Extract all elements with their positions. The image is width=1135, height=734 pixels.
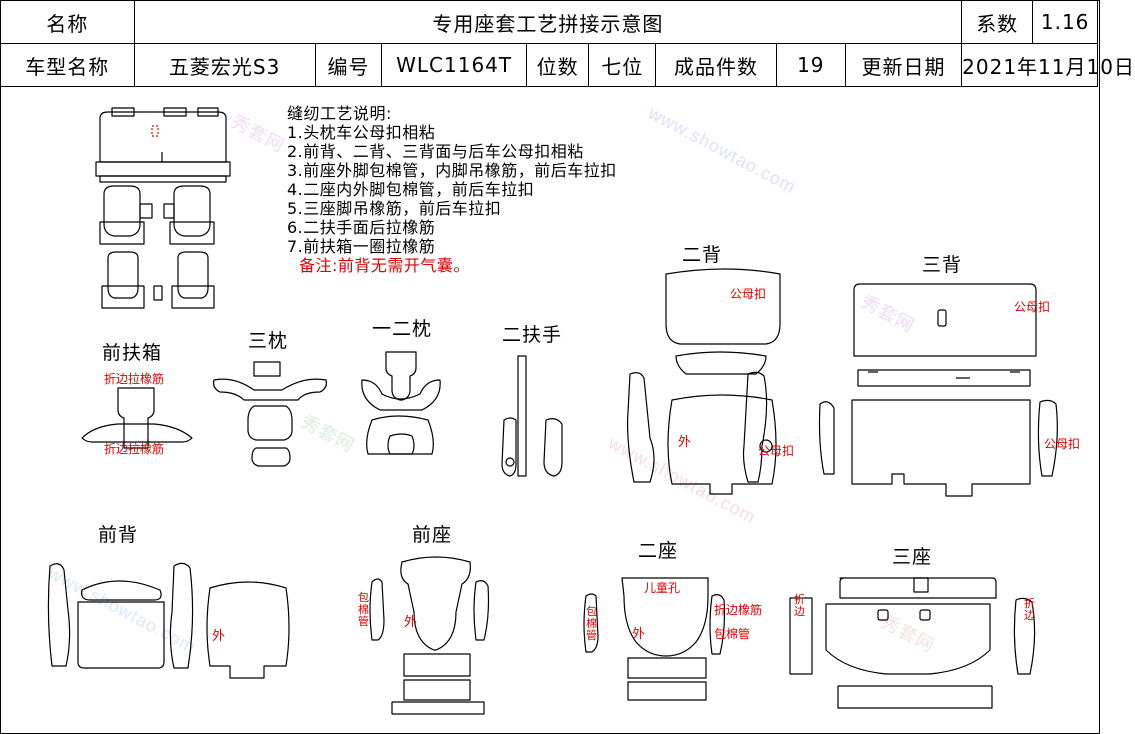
coef-label: 系数 — [961, 0, 1034, 44]
date-value: 2021年11月10日 — [961, 43, 1134, 87]
third-pillow-pattern — [213, 361, 327, 467]
notes-remark: 备注:前背无需开气囊。 — [299, 256, 470, 275]
annotation-fold: 折边 — [794, 593, 805, 618]
section-label-third-back: 三背 — [922, 254, 963, 276]
code-value: WLC1164T — [381, 43, 527, 87]
pieces-value: 19 — [775, 43, 846, 87]
note-item: 4.二座内外脚包棉管，前后车拉扣 — [287, 180, 535, 199]
front-back-pattern — [47, 562, 290, 679]
page-title: 专用座套工艺拼接示意图 — [133, 0, 963, 44]
note-item: 1.头枕车公母扣相粘 — [287, 123, 436, 142]
annotation-child-hole: 儿童孔 — [644, 581, 681, 595]
coef-value: 1.16 — [1032, 0, 1098, 44]
annotation-snap: 公母扣 — [758, 444, 795, 458]
annotation-wrap-tube: 包棉管 — [358, 591, 369, 628]
note-item: 6.二扶手面后拉橡筋 — [287, 218, 436, 237]
section-label-first-second-pillow: 一二枕 — [372, 318, 433, 340]
section-label-front-box: 前扶箱 — [102, 342, 163, 364]
annotation-fold-elastic: 折边橡筋 — [714, 603, 763, 617]
model-label: 车型名称 — [0, 43, 135, 87]
annotation-snap: 公母扣 — [1044, 437, 1081, 451]
front-seat-pattern — [369, 556, 490, 715]
notes-heading: 缝纫工艺说明: — [287, 104, 392, 123]
annotation-outer: 外 — [678, 435, 692, 450]
model-value: 五菱宏光S3 — [133, 43, 316, 87]
date-label: 更新日期 — [844, 43, 963, 87]
header-table: 名称 专用座套工艺拼接示意图 系数 1.16 车型名称 五菱宏光S3 编号 WL… — [0, 0, 1134, 87]
third-back-pattern — [818, 283, 1058, 497]
section-label-front-back: 前背 — [98, 524, 139, 546]
annotation-outer: 外 — [632, 627, 646, 642]
annotation-outer: 外 — [212, 629, 226, 644]
annotation-wrap-tube: 包棉管 — [714, 627, 751, 641]
section-label-third-pillow: 三枕 — [248, 330, 289, 352]
third-seat-pattern — [789, 577, 1036, 709]
annotation-fold: 折边 — [1024, 597, 1035, 622]
seats-value: 七位 — [588, 43, 657, 87]
seats-label: 位数 — [525, 43, 590, 87]
note-item: 5.三座脚吊橡筋，前后车拉扣 — [287, 199, 502, 218]
section-label-third-seat: 三座 — [892, 546, 933, 568]
note-item: 7.前扶箱一圈拉橡筋 — [287, 237, 436, 256]
seat-overview-illustration — [95, 107, 231, 309]
pattern-drawing — [47, 107, 1058, 715]
first-second-pillow-pattern — [361, 351, 441, 455]
section-label-second-back: 二背 — [682, 244, 723, 266]
annotation-wrap-tube: 包棉管 — [586, 605, 597, 642]
second-seat-pattern — [583, 577, 726, 701]
annotation-snap: 公母扣 — [730, 287, 767, 301]
note-item: 2.前背、二背、三背面与后车公母扣相粘 — [287, 142, 584, 161]
section-label-front-seat: 前座 — [412, 524, 453, 546]
annotation-snap: 公母扣 — [1014, 300, 1051, 314]
pieces-label: 成品件数 — [655, 43, 777, 87]
sewing-notes: 缝纫工艺说明: 1.头枕车公母扣相粘 2.前背、二背、三背面与后车公母扣相粘 3… — [287, 104, 617, 275]
code-label: 编号 — [314, 43, 383, 87]
section-label-second-seat: 二座 — [638, 540, 679, 562]
second-back-pattern — [627, 268, 781, 495]
front-box-pattern — [81, 387, 193, 449]
annotation-fold-elastic: 折边拉橡筋 — [104, 372, 165, 386]
annotation-outer: 外 — [404, 615, 418, 630]
second-armrest-pattern — [501, 355, 563, 477]
annotation-fold-elastic: 折边拉橡筋 — [104, 442, 165, 456]
note-item: 3.前座外脚包棉管，内脚吊橡筋，前后车拉扣 — [287, 161, 617, 180]
section-label-second-armrest: 二扶手 — [502, 324, 563, 346]
